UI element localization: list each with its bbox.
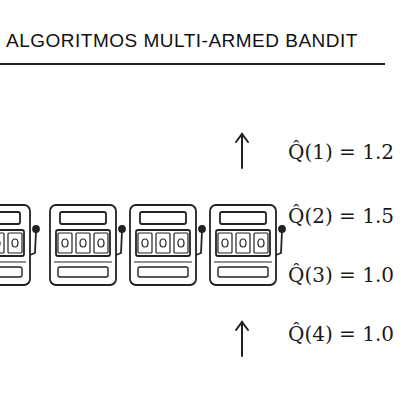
value-estimate: Q̂(1) = 1.2 [288,140,394,164]
slot-machine [130,205,205,285]
title-underline [0,63,385,65]
slot-machines [0,205,285,285]
value-estimate: Q̂(2) = 1.5 [288,204,394,228]
slot-machine [210,205,285,285]
value-estimate: Q̂(3) = 1.0 [288,263,394,287]
up-arrow [236,134,248,168]
slot-machine [50,205,125,285]
up-arrow [236,322,248,356]
value-estimate: Q̂(4) = 1.0 [288,322,394,346]
slot-machine [0,205,39,285]
title: ALGORITMOS MULTI-ARMED BANDIT [6,30,358,52]
